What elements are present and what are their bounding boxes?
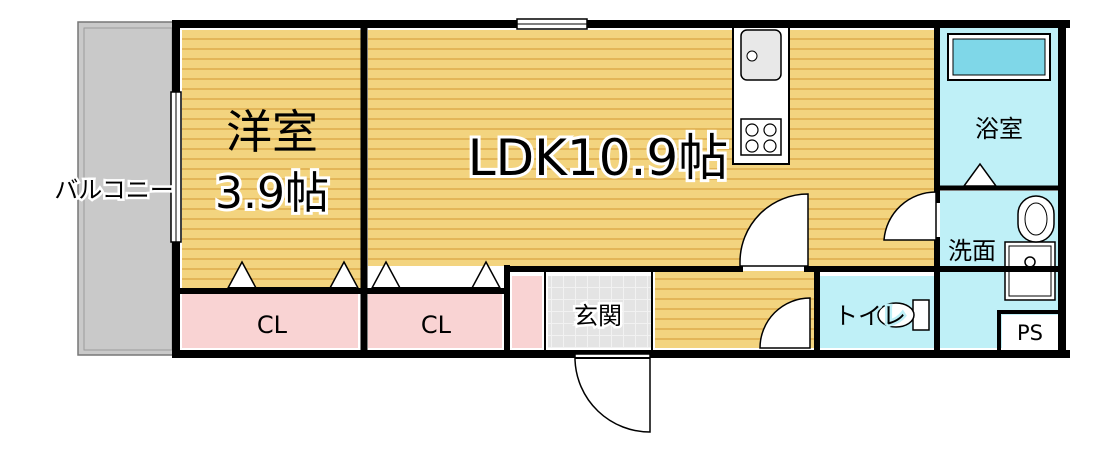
wash-basin-icon <box>1017 195 1055 243</box>
bathroom-label: 浴室 <box>975 115 1023 143</box>
closet-right <box>368 294 502 348</box>
closet-left-label: CL <box>257 311 288 339</box>
pipe-space-label: PS <box>1017 321 1043 345</box>
balcony-label: バルコニー <box>54 176 174 204</box>
western-room-name: 洋室 <box>226 105 318 159</box>
stove-icon <box>740 118 782 156</box>
shoe-storage <box>512 276 542 348</box>
entrance-floor <box>548 276 652 348</box>
closet-left <box>182 294 358 348</box>
sink-icon <box>740 29 782 81</box>
closet-door-icons <box>226 162 998 289</box>
closet-right-label: CL <box>421 311 452 339</box>
door-swings <box>574 191 937 433</box>
ldk-label: LDK10.9帖 <box>468 129 728 187</box>
washroom-label: 洗面 <box>948 237 996 265</box>
ldk-floor <box>368 30 934 266</box>
western-room-size: 3.9帖 <box>215 168 329 219</box>
entrance-label: 玄関 <box>574 302 622 330</box>
western-room-floor <box>182 30 362 288</box>
toilet-label: トイレ <box>834 302 906 330</box>
balcony <box>77 21 177 356</box>
toilet-icon <box>877 299 930 331</box>
pipe-space <box>1002 315 1058 348</box>
